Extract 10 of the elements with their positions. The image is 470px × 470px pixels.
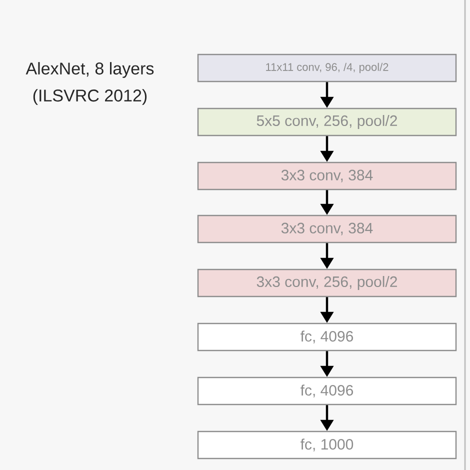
heading-text: (ILSVRC 2012) — [33, 89, 147, 105]
layer-box: fc, 4096 — [197, 376, 457, 406]
layer-box: 5x5 conv, 256, pool/2 — [197, 108, 457, 136]
layer-box: 11x11 conv, 96, /4, pool/2 — [197, 54, 457, 82]
heading-text: AlexNet, 8 layers — [26, 62, 154, 78]
layer-box: 3x3 conv, 256, pool/2 — [197, 268, 457, 298]
layer-box: 3x3 conv, 384 — [197, 162, 457, 190]
layer-box: fc, 4096 — [197, 322, 457, 352]
layer-box: 3x3 conv, 384 — [197, 214, 457, 244]
layer-box: fc, 1000 — [197, 430, 457, 460]
